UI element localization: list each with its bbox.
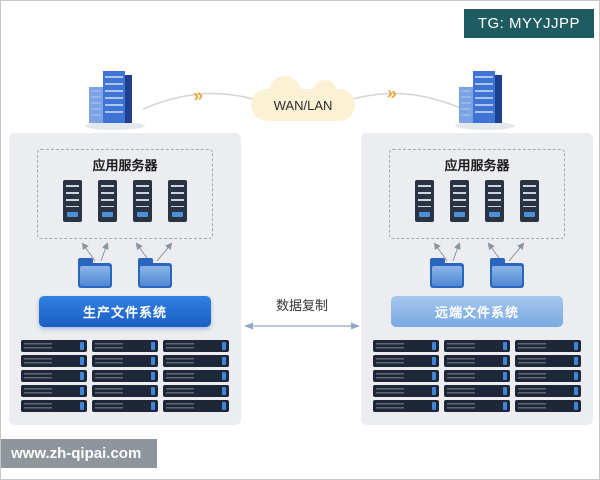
storage-unit [444, 385, 510, 397]
building-icon-right [449, 67, 525, 131]
server-icon [168, 180, 187, 222]
folder-row [9, 258, 241, 288]
app-server-group-left: 应用服务器 [37, 149, 213, 239]
server-icon [133, 180, 152, 222]
site-panel-remote: 应用服务器 远端文件系统 [361, 133, 593, 425]
replication-arrow [244, 322, 360, 330]
folder-row [361, 258, 593, 288]
server-row [38, 180, 212, 222]
storage-unit [163, 355, 229, 367]
storage-unit [444, 370, 510, 382]
storage-unit [21, 385, 87, 397]
server-icon [415, 180, 434, 222]
storage-unit [444, 355, 510, 367]
server-icon [485, 180, 504, 222]
storage-unit [21, 340, 87, 352]
app-server-label: 应用服务器 [444, 158, 510, 173]
folder-icon [138, 258, 172, 288]
server-row [390, 180, 564, 222]
chevron-right-icon: » [191, 84, 205, 106]
storage-unit [21, 400, 87, 412]
storage-unit [373, 370, 439, 382]
storage-unit [92, 340, 158, 352]
storage-unit [163, 340, 229, 352]
app-server-label: 应用服务器 [92, 158, 158, 173]
replication-link: 数据复制 [239, 295, 365, 332]
storage-unit [92, 400, 158, 412]
storage-unit [92, 385, 158, 397]
storage-unit [515, 370, 581, 382]
storage-unit [163, 385, 229, 397]
folder-to-server-arrows [81, 242, 173, 261]
storage-unit [163, 370, 229, 382]
site-watermark: www.zh-qipai.com [1, 439, 158, 468]
storage-unit [515, 385, 581, 397]
storage-unit [444, 400, 510, 412]
storage-unit [373, 400, 439, 412]
storage-unit [515, 400, 581, 412]
wan-label: WAN/LAN [273, 97, 333, 113]
app-server-group-right: 应用服务器 [389, 149, 565, 239]
file-system-bar-production: 生产文件系统 [39, 296, 211, 327]
server-icon [520, 180, 539, 222]
storage-unit [21, 355, 87, 367]
storage-unit [163, 400, 229, 412]
folder-icon [430, 258, 464, 288]
file-system-bar-remote: 远端文件系统 [391, 296, 563, 327]
storage-unit [515, 340, 581, 352]
server-icon [98, 180, 117, 222]
chevron-right-icon: » [385, 82, 399, 104]
storage-unit [373, 355, 439, 367]
building-icon-left [79, 67, 155, 131]
site-panel-production: 应用服务器 生产文件系统 [9, 133, 241, 425]
folder-icon [78, 258, 112, 288]
server-icon [63, 180, 82, 222]
storage-unit [92, 355, 158, 367]
server-icon [450, 180, 469, 222]
storage-array-right [373, 340, 581, 412]
storage-unit [21, 370, 87, 382]
storage-unit [92, 370, 158, 382]
storage-unit [444, 340, 510, 352]
storage-array-left [21, 340, 229, 412]
storage-unit [515, 355, 581, 367]
corner-badge: TG: MYYJJPP [463, 9, 594, 38]
storage-unit [373, 340, 439, 352]
wan-cloud: WAN/LAN [251, 76, 355, 121]
storage-unit [373, 385, 439, 397]
replication-label: 数据复制 [275, 298, 328, 313]
folder-to-server-arrows [433, 242, 525, 261]
folder-icon [490, 258, 524, 288]
